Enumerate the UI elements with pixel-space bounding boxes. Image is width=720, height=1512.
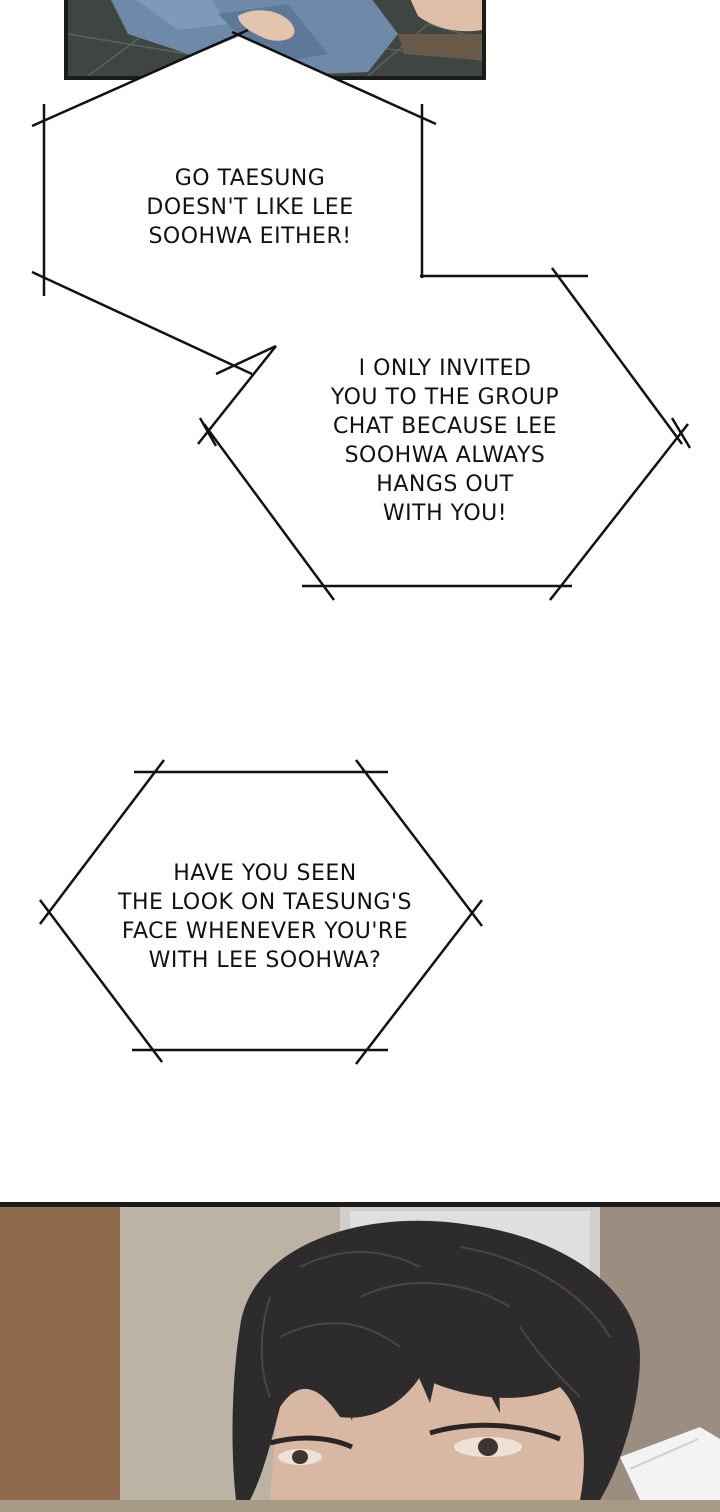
speech-bubble-1-text: GO TAESUNG DOESN'T LIKE LEE SOOHWA EITHE… [146,166,354,249]
bottom-illustration-panel [0,1202,720,1512]
top-panel-art [68,0,482,76]
speech-bubble-2-text: I ONLY INVITED YOU TO THE GROUP CHAT BEC… [330,356,560,526]
bottom-panel-art [0,1207,720,1500]
speech-bubble-3-text: HAVE YOU SEEN THE LOOK ON TAESUNG'S FACE… [118,861,412,973]
top-illustration-panel [64,0,486,80]
